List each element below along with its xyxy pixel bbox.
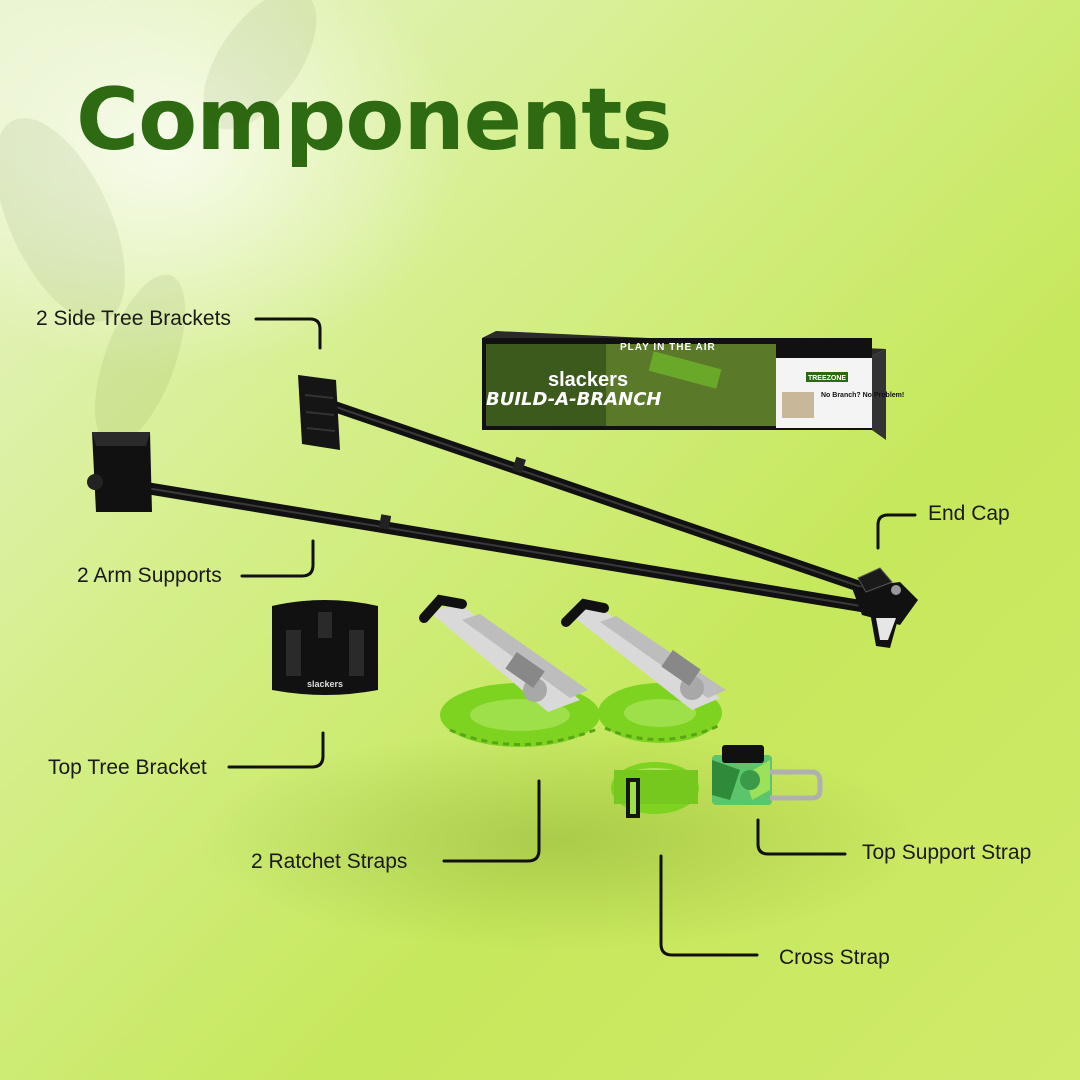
page-title: Components: [76, 70, 673, 170]
ratchet-strap: [419, 594, 601, 747]
label-cross-strap: Cross Strap: [779, 946, 890, 969]
label-top-support-strap: Top Support Strap: [862, 841, 1032, 864]
product-box: TREEZONE No Branch? No Problem! PLAY IN …: [482, 331, 904, 440]
label-end-cap: End Cap: [928, 502, 1010, 525]
bracket-brand: slackers: [307, 679, 343, 689]
callout-line-top-tree-bracket: [227, 731, 325, 769]
end-cap: [852, 567, 918, 648]
callout-line-top-support-strap: [756, 818, 847, 856]
label-side-tree-brackets: 2 Side Tree Brackets: [36, 307, 231, 330]
cross-strap: [611, 762, 699, 818]
side-tree-bracket: [298, 375, 340, 450]
callout-line-side-brackets: [254, 317, 322, 350]
box-promo: No Branch? No Problem!: [821, 392, 904, 399]
box-brand: slackers: [548, 369, 628, 391]
callout-line-end-cap: [876, 513, 917, 550]
arm-supports: [104, 399, 891, 616]
top-tree-bracket: slackers: [272, 600, 378, 695]
ratchet-strap: [561, 598, 726, 743]
callout-line-ratchet-straps: [442, 779, 541, 863]
box-zone: TREEZONE: [808, 375, 846, 382]
side-tree-bracket: [87, 432, 152, 512]
top-support-strap: [712, 745, 823, 805]
label-arm-supports: 2 Arm Supports: [77, 564, 222, 587]
box-product-name: BUILD-A-BRANCH: [486, 389, 662, 410]
label-top-tree-bracket: Top Tree Bracket: [48, 756, 207, 779]
box-tagline: PLAY IN THE AIR: [620, 342, 716, 353]
leaf-shadow: [0, 0, 317, 446]
callout-line-arm-supports: [240, 539, 315, 578]
box-zone-badge: [806, 372, 848, 382]
callout-line-cross-strap: [659, 854, 759, 957]
label-ratchet-straps: 2 Ratchet Straps: [251, 850, 408, 873]
